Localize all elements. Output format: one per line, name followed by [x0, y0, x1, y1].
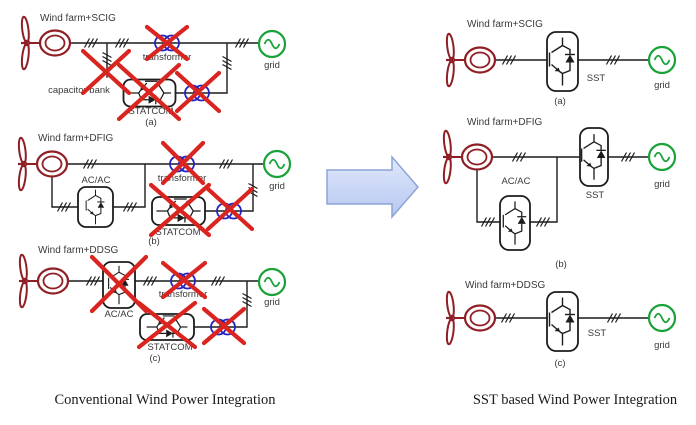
section-title: Wind farm+SCIG	[467, 19, 543, 30]
three-phase-mark-icon	[56, 201, 72, 213]
three-phase-mark-icon	[221, 55, 233, 71]
sst-label: SST	[586, 190, 605, 201]
acac-label: AC/AC	[104, 309, 133, 320]
acac-label: AC/AC	[501, 176, 530, 187]
left-section-dfig: Wind farm+DFIG AC/AC transformer grid ST…	[16, 133, 292, 247]
sst-box	[579, 127, 609, 187]
grid-icon	[257, 29, 287, 59]
cross-out-icon	[177, 73, 219, 111]
three-phase-mark-icon	[241, 292, 253, 308]
three-phase-mark-icon	[142, 275, 158, 287]
sst-label: SST	[588, 328, 607, 339]
three-phase-mark-icon	[101, 51, 113, 67]
three-phase-mark-icon	[83, 37, 99, 49]
sst-box	[546, 291, 579, 352]
statcom-label: STATCOM	[155, 227, 200, 238]
section-tag: (c)	[554, 358, 565, 369]
acac-box	[77, 186, 114, 228]
left-section-ddsg: Wind farm+DDSG AC/AC transformer grid ST…	[17, 245, 287, 364]
three-phase-mark-icon	[122, 201, 138, 213]
section-tag: (b)	[555, 259, 567, 270]
three-phase-mark-icon	[500, 312, 516, 324]
acac-label: AC/AC	[81, 175, 110, 186]
right-section-scig: Wind farm+SCIG SST grid (a)	[444, 19, 677, 107]
grid-label: grid	[654, 340, 670, 351]
grid-label: grid	[269, 181, 285, 192]
three-phase-mark-icon	[114, 37, 130, 49]
three-phase-mark-icon	[218, 158, 234, 170]
section-tag: (a)	[554, 96, 566, 107]
left-panel-conventional: Wind farm+SCIG transformer grid capacito…	[16, 13, 292, 408]
grid-icon	[262, 149, 292, 179]
transition-arrow	[326, 154, 419, 220]
sst-box	[546, 31, 579, 92]
wires	[51, 163, 265, 212]
three-phase-mark-icon	[480, 216, 496, 228]
section-title: Wind farm+SCIG	[40, 13, 116, 24]
wind-turbine-generator-icon	[16, 136, 69, 192]
transformer-label: transformer	[158, 173, 207, 184]
grid-label: grid	[264, 60, 280, 71]
grid-label: grid	[654, 179, 670, 190]
statcom-label: STATCOM	[147, 342, 192, 353]
three-phase-mark-icon	[210, 275, 226, 287]
three-phase-mark-icon	[605, 54, 621, 66]
three-phase-mark-icon	[234, 37, 250, 49]
capacitor-bank-label: capacitor bank	[48, 85, 110, 96]
wind-turbine-generator-icon	[19, 15, 72, 71]
three-phase-mark-icon	[85, 275, 101, 287]
section-title: Wind farm+DFIG	[467, 117, 543, 128]
cross-out-icon	[204, 309, 244, 343]
right-section-ddsg: Wind farm+DDSG SST grid (c)	[444, 280, 677, 369]
wind-turbine-generator-icon	[444, 32, 497, 88]
section-title: Wind farm+DDSG	[38, 245, 119, 256]
three-phase-mark-icon	[535, 216, 551, 228]
cross-out-icon	[208, 189, 252, 229]
right-panel-sst: Wind farm+SCIG SST grid (a) Wind farm+DF…	[441, 19, 678, 408]
three-phase-mark-icon	[501, 54, 517, 66]
section-title: Wind farm+DFIG	[38, 133, 114, 144]
grid-label: grid	[264, 297, 280, 308]
three-phase-mark-icon	[511, 151, 527, 163]
three-phase-mark-icon	[606, 312, 622, 324]
three-phase-mark-icon	[82, 158, 98, 170]
right-caption: SST based Wind Power Integration	[473, 392, 678, 408]
grid-icon	[257, 267, 287, 297]
section-title: Wind farm+DDSG	[465, 280, 546, 291]
section-tag: (c)	[149, 353, 160, 364]
sst-label: SST	[587, 73, 606, 84]
transformer-label: transformer	[143, 52, 192, 63]
three-phase-mark-icon	[620, 151, 636, 163]
acac-box	[499, 195, 531, 251]
grid-icon	[647, 45, 677, 75]
statcom-label: STATCOM	[128, 106, 173, 117]
grid-icon	[647, 142, 677, 172]
wind-turbine-generator-icon	[444, 290, 497, 346]
left-section-scig: Wind farm+SCIG transformer grid capacito…	[19, 13, 287, 128]
grid-label: grid	[654, 80, 670, 91]
wind-turbine-generator-icon	[17, 253, 70, 309]
section-tag: (b)	[148, 236, 160, 247]
transformer-label: transformer	[159, 289, 208, 300]
right-section-dfig: Wind farm+DFIG AC/AC SST grid (b)	[441, 117, 677, 270]
grid-icon	[647, 303, 677, 333]
wind-turbine-generator-icon	[441, 129, 494, 185]
section-tag: (a)	[145, 117, 157, 128]
left-caption: Conventional Wind Power Integration	[54, 392, 276, 408]
